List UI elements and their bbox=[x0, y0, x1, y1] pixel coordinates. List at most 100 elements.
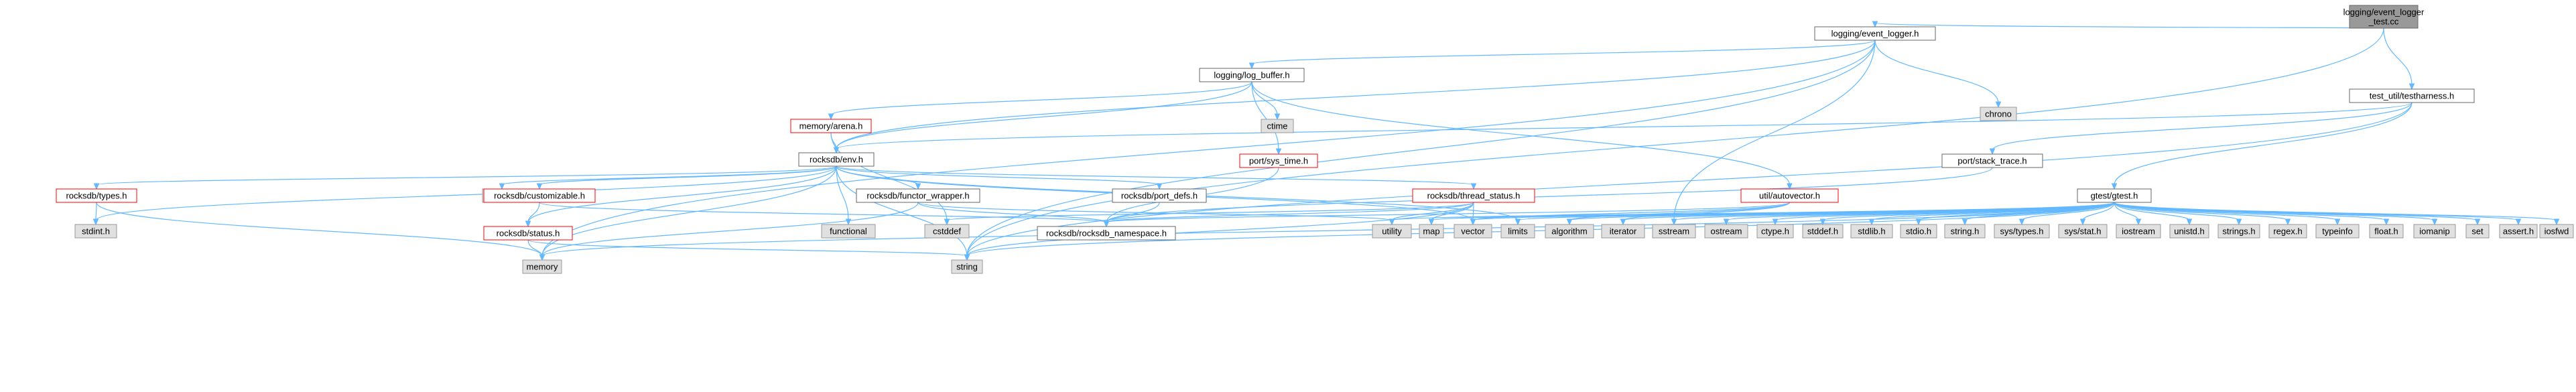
node-label: stdio.h bbox=[1906, 226, 1931, 237]
node-box bbox=[856, 188, 980, 203]
node-env[interactable]: rocksdb/env.h bbox=[798, 152, 875, 167]
node-stddef: stddef.h bbox=[1802, 224, 1844, 239]
node-strings: strings.h bbox=[2217, 224, 2260, 239]
node-testharness[interactable]: test_util/testharness.h bbox=[2349, 88, 2475, 103]
arrowhead-gtest-to-string bbox=[964, 254, 970, 261]
arrowhead-event_logger-to-log_buffer bbox=[1248, 62, 1255, 70]
edge-gtest-to-stdlib bbox=[1871, 202, 2115, 221]
node-label: rocksdb/customizable.h bbox=[494, 191, 585, 201]
edge-gtest-to-memory bbox=[541, 202, 2115, 257]
edge-functor-to-utility bbox=[917, 202, 1393, 221]
node-stack-trace[interactable]: port/stack_trace.h bbox=[1941, 153, 2043, 168]
node-label: port/stack_trace.h bbox=[1957, 156, 2026, 166]
node-namespace[interactable]: rocksdb/rocksdb_namespace.h bbox=[1037, 226, 1176, 241]
node-box bbox=[1372, 224, 1412, 239]
node-string-h: string.h bbox=[1944, 224, 1986, 239]
edge-gtest-to-sys_types bbox=[2021, 202, 2115, 221]
arrowhead-gtest-to-ostream bbox=[1723, 218, 1730, 226]
node-box bbox=[522, 259, 562, 274]
edge-gtest-to-regex bbox=[2114, 202, 2289, 221]
node-box bbox=[1545, 224, 1594, 239]
node-event-logger[interactable]: logging/event_logger.h bbox=[1814, 26, 1936, 41]
node-label: set bbox=[2471, 226, 2484, 237]
node-label: rocksdb/functor_wrapper.h bbox=[866, 191, 969, 201]
arrowhead-env-to-cstdarg bbox=[499, 183, 505, 190]
edge-env-to-status bbox=[527, 166, 837, 223]
node-iostream: iostream bbox=[2116, 224, 2161, 239]
arrowhead-env-to-customizable bbox=[536, 183, 543, 190]
node-box bbox=[2077, 188, 2152, 203]
arrowhead-gtest-to-unistd bbox=[2186, 218, 2193, 226]
arrowhead-log_buffer-to-ctime bbox=[1274, 113, 1281, 121]
node-typeinfo: typeinfo bbox=[2315, 224, 2360, 239]
node-root[interactable]: logging/event_logger_test.cc bbox=[2343, 5, 2425, 29]
node-types[interactable]: rocksdb/types.h bbox=[56, 188, 137, 203]
node-label: iterator bbox=[1610, 226, 1637, 237]
edge-env-to-thread_status bbox=[836, 166, 1474, 186]
edge-env-to-string bbox=[836, 166, 968, 257]
arrowhead-gtest-to-limits bbox=[1515, 218, 1521, 226]
node-ostream: ostream bbox=[1704, 224, 1748, 239]
node-label: util/autovector.h bbox=[1759, 191, 1820, 201]
node-box bbox=[2315, 224, 2360, 239]
arrowhead-gtest-to-iostream bbox=[2135, 218, 2142, 226]
edge-env-to-functional bbox=[836, 166, 849, 221]
node-box bbox=[1814, 26, 1936, 41]
edge-gtest-to-unistd bbox=[2114, 202, 2190, 221]
edge-gtest-to-string_h bbox=[1964, 202, 2115, 221]
edge-gtest-to-sys_stat bbox=[2082, 202, 2115, 221]
node-stdlib: stdlib.h bbox=[1850, 224, 1893, 239]
node-label: logging/event_logger.h bbox=[1831, 29, 1919, 39]
node-status[interactable]: rocksdb/status.h bbox=[483, 226, 573, 241]
node-iosfwd: iosfwd bbox=[2539, 224, 2574, 239]
arrowhead-gtest-to-set bbox=[2474, 218, 2481, 226]
node-log-buffer[interactable]: logging/log_buffer.h bbox=[1199, 68, 1305, 82]
node-sys-time[interactable]: port/sys_time.h bbox=[1239, 153, 1318, 168]
node-autovector[interactable]: util/autovector.h bbox=[1740, 188, 1839, 203]
node-box bbox=[1756, 224, 1794, 239]
node-label: ctype.h bbox=[1761, 226, 1789, 237]
arrowhead-root-to-event_logger bbox=[1872, 21, 1878, 28]
node-label: logging/log_buffer.h bbox=[1214, 70, 1289, 80]
node-box bbox=[790, 119, 872, 133]
arrowhead-gtest-to-vector bbox=[1470, 218, 1476, 226]
node-arena[interactable]: memory/arena.h bbox=[790, 119, 872, 133]
node-thread-status[interactable]: rocksdb/thread_status.h bbox=[1412, 188, 1535, 203]
node-box bbox=[924, 224, 970, 239]
edge-autovector-to-vector bbox=[1472, 202, 1791, 221]
edge-log_buffer-to-env bbox=[836, 81, 1252, 149]
node-box bbox=[56, 188, 137, 203]
arrowhead-gtest-to-ctype bbox=[1772, 218, 1779, 226]
arrowhead-types-to-stdint bbox=[92, 218, 99, 226]
node-label: rocksdb/types.h bbox=[66, 191, 127, 201]
node-box bbox=[951, 259, 983, 274]
node-box bbox=[2217, 224, 2260, 239]
edge-types-to-memory bbox=[96, 202, 543, 257]
node-box bbox=[2349, 5, 2419, 29]
node-memory: memory bbox=[522, 259, 562, 274]
node-functor[interactable]: rocksdb/functor_wrapper.h bbox=[856, 188, 980, 203]
node-stdint: stdint.h bbox=[74, 224, 117, 239]
node-label: unistd.h bbox=[2174, 226, 2205, 237]
node-label: stdlib.h bbox=[1858, 226, 1885, 237]
node-sys-types: sys/types.h bbox=[1994, 224, 2050, 239]
arrowhead-gtest-to-stdio bbox=[1915, 218, 1922, 226]
edge-log_buffer-to-sys_time bbox=[1251, 81, 1279, 151]
node-box bbox=[1112, 188, 1207, 203]
arrowhead-gtest-to-sys_types bbox=[2018, 218, 2025, 226]
node-cstddef: cstddef bbox=[924, 224, 970, 239]
node-box bbox=[1944, 224, 1986, 239]
arrowhead-gtest-to-float bbox=[2383, 218, 2390, 226]
node-gtest[interactable]: gtest/gtest.h bbox=[2077, 188, 2152, 203]
node-port-defs[interactable]: rocksdb/port_defs.h bbox=[1112, 188, 1207, 203]
node-label: stdint.h bbox=[82, 226, 110, 237]
edge-thread_status-to-map bbox=[1431, 202, 1474, 221]
node-customizable[interactable]: rocksdb/customizable.h bbox=[483, 188, 596, 203]
edge-autovector-to-namespace bbox=[1106, 202, 1791, 223]
edge-env-to-memory bbox=[541, 166, 837, 257]
node-label: map bbox=[1423, 226, 1439, 237]
edge-env-to-port_defs bbox=[836, 166, 1160, 186]
node-box bbox=[1261, 119, 1294, 133]
edge-functor-to-memory bbox=[541, 202, 919, 257]
